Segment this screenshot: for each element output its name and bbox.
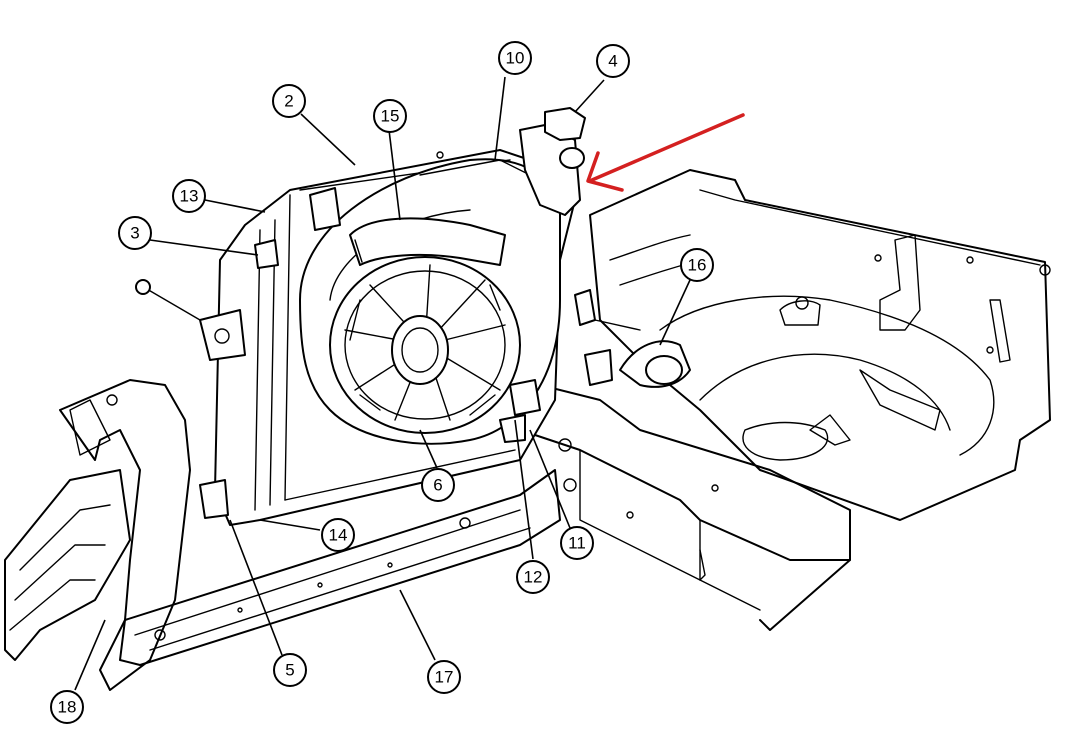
callout-18: 18 [50, 690, 84, 724]
callout-6: 6 [421, 468, 455, 502]
radiator-brackets [135, 187, 613, 519]
callout-12: 12 [516, 560, 550, 594]
coolant-reservoir [519, 107, 586, 216]
callout-15: 15 [373, 99, 407, 133]
callout-16: 16 [680, 248, 714, 282]
callouts: 2 3 4 5 6 10 11 12 13 14 15 [50, 41, 714, 724]
red-arrow-annotation [586, 113, 745, 192]
callout-13-label: 13 [180, 187, 199, 206]
lower-crossmember [119, 469, 561, 666]
callout-2: 2 [272, 84, 306, 118]
callout-3: 3 [118, 216, 152, 250]
callout-16-label: 16 [688, 256, 707, 275]
leader-lines [74, 76, 691, 691]
left-bracket [4, 379, 191, 691]
callout-3-label: 3 [130, 224, 139, 243]
callout-6-label: 6 [433, 476, 442, 495]
callout-4-label: 4 [608, 52, 617, 71]
callout-10-label: 10 [506, 49, 525, 68]
callout-2-label: 2 [284, 92, 293, 111]
callout-5-label: 5 [285, 661, 294, 680]
cooling-fan [329, 256, 521, 434]
callout-15-label: 15 [381, 107, 400, 126]
callout-14-label: 14 [329, 526, 348, 545]
callout-11-label: 11 [568, 534, 586, 553]
callout-17-label: 17 [435, 668, 454, 687]
frame-rail [519, 379, 851, 631]
callout-13: 13 [172, 179, 206, 213]
lower-hose [594, 319, 691, 388]
callout-18-label: 18 [58, 698, 77, 717]
callout-4: 4 [596, 44, 630, 78]
callout-17: 17 [427, 660, 461, 694]
callout-12-label: 12 [524, 568, 543, 587]
callout-14: 14 [321, 518, 355, 552]
callout-5: 5 [273, 653, 307, 687]
callout-11: 11 [560, 526, 594, 560]
callout-10: 10 [498, 41, 532, 75]
upper-hose [349, 217, 506, 266]
